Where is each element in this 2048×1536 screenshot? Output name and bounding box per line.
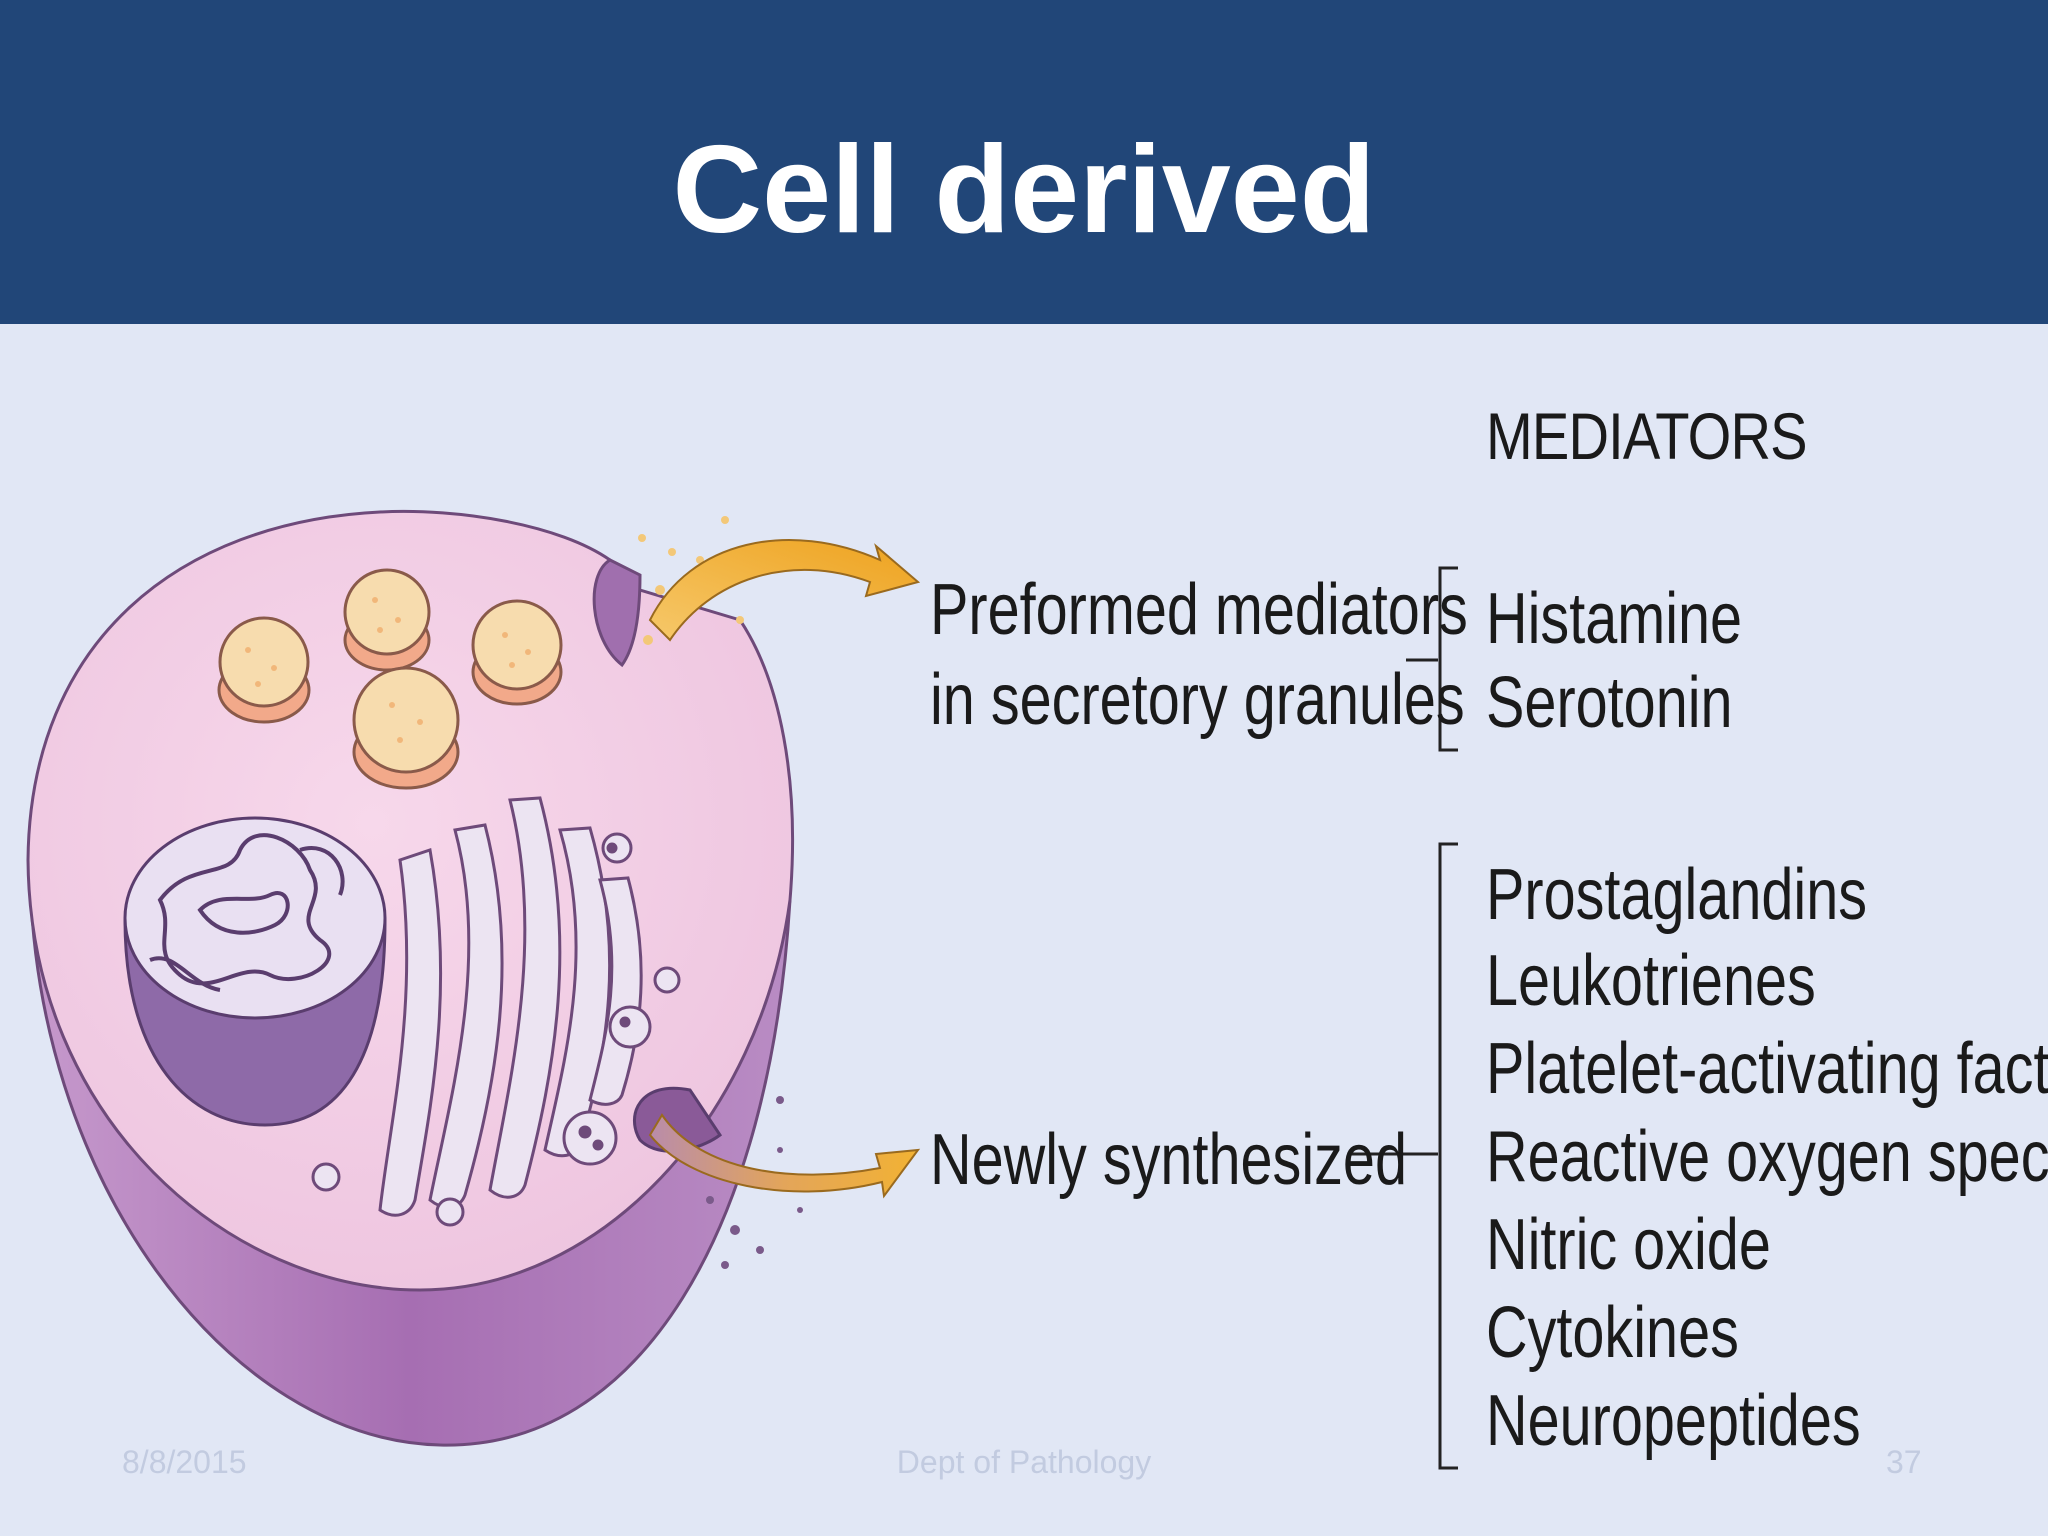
released-particles (638, 516, 744, 645)
slide-title: Cell derived (672, 121, 1376, 259)
granule (343, 568, 431, 672)
granule (217, 616, 311, 724)
mediator-reactive-oxygen-species: Reactive oxygen species (1486, 1117, 2048, 1197)
nucleus (123, 816, 387, 1127)
mediator-leukotrienes: Leukotrienes (1486, 941, 1816, 1021)
footer-date: 8/8/2015 (122, 1444, 247, 1480)
mediator-histamine: Histamine (1486, 579, 1743, 659)
title-bar (0, 0, 2048, 324)
mediator-neuropeptides: Neuropeptides (1486, 1381, 1861, 1461)
mediator-nitric-oxide: Nitric oxide (1486, 1205, 1771, 1285)
preformed-label-line2: in secretory granules (930, 660, 1465, 740)
mediator-serotonin: Serotonin (1486, 663, 1733, 743)
newly-synthesized-label: Newly synthesized (930, 1120, 1407, 1200)
secretory-granules (217, 568, 563, 790)
exocytosis-notch (592, 558, 642, 668)
vesicles (311, 832, 681, 1227)
mediator-prostaglandins: Prostaglandins (1486, 855, 1868, 935)
bracket-newly (1438, 842, 1458, 1470)
bracket-preformed (1438, 566, 1458, 752)
mediator-cytokines: Cytokines (1486, 1293, 1739, 1373)
footer-department: Dept of Pathology (896, 1444, 1152, 1480)
mediator-platelet-activating-factor: Platelet-activating factor (1486, 1029, 2048, 1109)
footer-page-number: 37 (1886, 1444, 1922, 1480)
preformed-label-line1: Preformed mediators (930, 570, 1468, 650)
synthesis-release-arrow (648, 1113, 921, 1199)
mediators-heading: MEDIATORS (1486, 399, 1808, 473)
granule (352, 666, 460, 790)
granule (471, 599, 563, 706)
preformed-release-arrow (648, 539, 921, 642)
